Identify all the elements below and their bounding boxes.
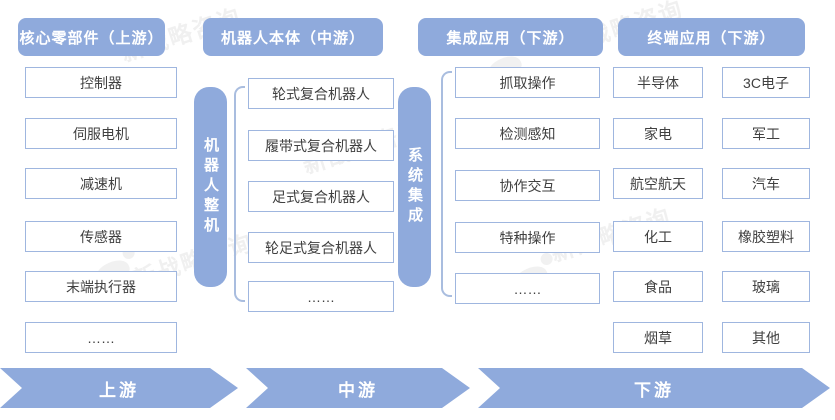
item-box-end-effector: 末端执行器 — [25, 271, 177, 302]
item-box-wheeled-robot: 轮式复合机器人 — [248, 78, 394, 109]
item-box-special-operation: 特种操作 — [455, 222, 600, 253]
item-box-automobile: 汽车 — [722, 168, 810, 199]
item-box-glass: 玻璃 — [722, 271, 810, 302]
item-box-3c-electronics: 3C电子 — [722, 67, 810, 98]
item-box-tobacco: 烟草 — [613, 322, 703, 353]
item-box-detection-sensing: 检测感知 — [455, 118, 600, 149]
item-box-other: 其他 — [722, 322, 810, 353]
item-box-aerospace: 航空航天 — [613, 168, 703, 199]
item-box-wheel-leg-robot: 轮足式复合机器人 — [248, 232, 394, 263]
bracket-connector — [234, 86, 245, 302]
item-box-military: 军工 — [722, 118, 810, 149]
side-label-system-integration: 系统集成 — [398, 87, 431, 287]
item-box-semiconductor: 半导体 — [613, 67, 703, 98]
item-box-rubber-plastic: 橡胶塑料 — [722, 221, 810, 252]
item-box-legged-robot: 足式复合机器人 — [248, 181, 394, 212]
header-robot-body: 机器人本体（中游） — [203, 18, 383, 56]
flow-arrow-midstream: 中游 — [246, 368, 470, 408]
item-box-ellipsis: …… — [248, 281, 394, 312]
flow-arrow-upstream: 上游 — [0, 368, 238, 408]
item-box-food: 食品 — [613, 271, 703, 302]
header-terminal-applications: 终端应用（下游） — [618, 18, 805, 56]
item-box-ellipsis: …… — [25, 322, 177, 353]
side-label-robot-complete-machine: 机器人整机 — [194, 87, 227, 287]
item-box-reducer: 减速机 — [25, 168, 177, 199]
bracket-connector — [441, 71, 452, 297]
item-box-chemical: 化工 — [613, 221, 703, 252]
item-box-controller: 控制器 — [25, 67, 177, 98]
header-core-components: 核心零部件（上游） — [18, 18, 165, 56]
item-box-servo-motor: 伺服电机 — [25, 118, 177, 149]
item-box-tracked-robot: 履带式复合机器人 — [248, 130, 394, 161]
header-integrated-applications: 集成应用（下游） — [418, 18, 603, 56]
item-box-collaborative-interaction: 协作交互 — [455, 170, 600, 201]
item-box-grasping-operation: 抓取操作 — [455, 67, 600, 98]
item-box-ellipsis: …… — [455, 273, 600, 304]
flow-arrow-downstream: 下游 — [478, 368, 830, 408]
item-box-sensor: 传感器 — [25, 221, 177, 252]
item-box-home-appliance: 家电 — [613, 118, 703, 149]
